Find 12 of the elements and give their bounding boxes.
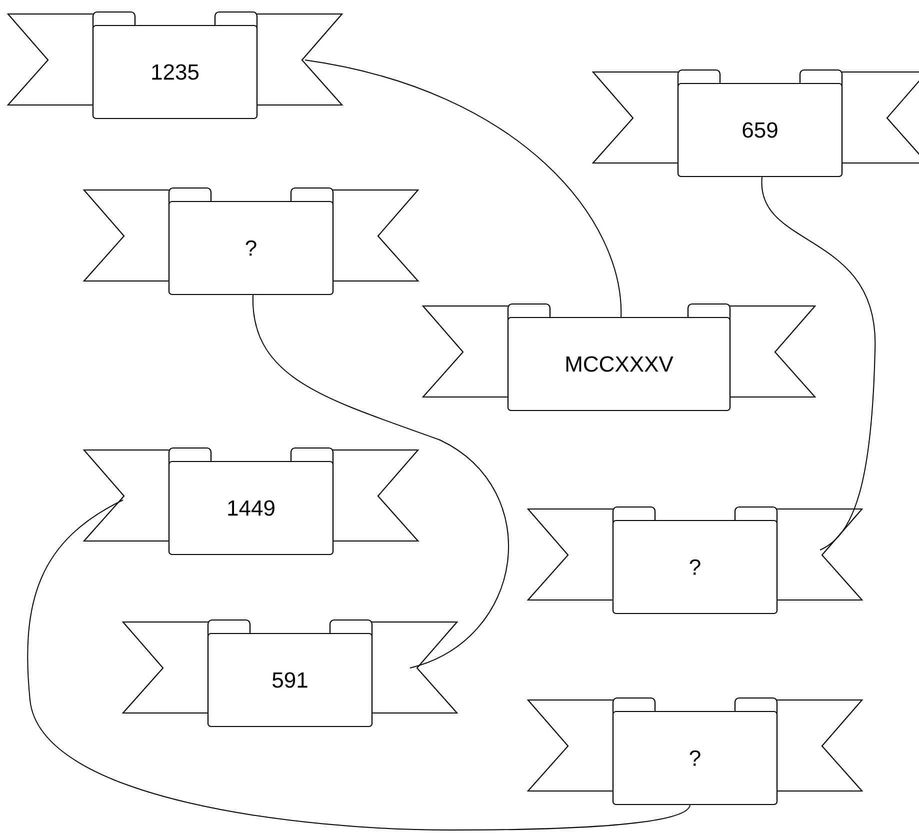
banner: ? [526, 506, 864, 614]
banner: ? [526, 697, 864, 806]
banner: ? [82, 187, 420, 296]
connector-line [304, 60, 622, 318]
banner: 1449 [82, 447, 420, 556]
connector-line [762, 176, 876, 550]
connector-line [27, 500, 690, 830]
banner: 659 [592, 69, 919, 178]
banner: MCCXXXV [422, 303, 816, 412]
connector-line [252, 294, 509, 668]
banner: 1235 [6, 11, 344, 120]
banner: 591 [122, 619, 458, 728]
